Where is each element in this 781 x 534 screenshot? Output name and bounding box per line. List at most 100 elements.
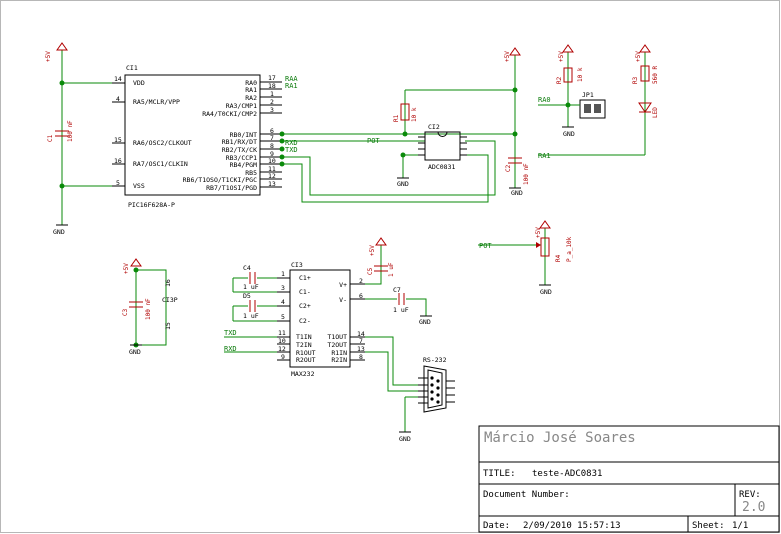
pot-value: P_a_10k [566, 236, 573, 262]
resistor-r1: R1 10 k [393, 103, 418, 122]
led-ref: LED [652, 107, 659, 118]
max232-ttl-nets: TXD RXD [224, 329, 277, 353]
ic1-part: PIC16F628A-P [128, 201, 175, 209]
pin-num: 12 [278, 345, 286, 353]
pin-name: RA5/MCLR/VPP [133, 98, 180, 106]
capacitor-c2: C2 100 nF [505, 157, 530, 185]
net-pot-2: POT [479, 242, 492, 250]
db9-connector: RS-232 [418, 356, 455, 413]
c4-ref: C4 [243, 264, 251, 272]
pin-num: 4 [281, 298, 285, 306]
pin-name: C2+ [299, 302, 311, 310]
net-raa: RAA [285, 75, 298, 83]
c6-value: 1 uF [243, 312, 259, 320]
c7-block: GND C7 1 uF [365, 286, 432, 326]
jp1-ref: JP1 [582, 91, 594, 99]
pin-num: 15 [114, 136, 122, 144]
gnd-label-3: GND [397, 180, 409, 188]
ic3-part: MAX232 [291, 370, 315, 378]
r3-value: 560 R [652, 66, 659, 84]
pin-num: 9 [270, 150, 274, 158]
c2-ref: C2 [505, 164, 512, 172]
pin-num: 5 [281, 313, 285, 321]
pin-num: 12 [268, 172, 276, 180]
vcc-label-4: +5V [635, 51, 642, 62]
pin-name: R2OUT [296, 356, 316, 364]
net-ra1: RA1 [285, 82, 298, 90]
docnum-label: Document Number: [483, 490, 570, 500]
ic1-pic16f628a: CI1 PIC16F628A-P 14 4 15 16 5 VDD RA5/MC… [112, 64, 282, 209]
pin-name: RB3/CCP1 [226, 154, 257, 162]
pin-num: 16 [114, 157, 122, 165]
ic3-max232: CI3 MAX232 1 3 4 5 11 10 12 9 C1+ C1- C2… [277, 261, 365, 378]
net-ra0: RA0 [538, 96, 551, 104]
c6-ref: D5 [243, 292, 251, 300]
pin-name: RA2 [245, 94, 257, 102]
gnd-label-7: GND [419, 318, 431, 326]
pin-num: 8 [359, 353, 363, 361]
pin-num: 6 [359, 292, 363, 300]
c5-block: +5V C5 1 uF [365, 237, 395, 285]
pin-num: 18 [268, 82, 276, 90]
pin-num: 2 [359, 277, 363, 285]
date-value: 2/09/2010 15:57:13 [523, 521, 621, 531]
pin-num: 10 [268, 157, 276, 165]
pin-num: 13 [268, 180, 276, 188]
r2-ref: R2 [556, 76, 563, 84]
c5-value: 1 uF [388, 262, 395, 277]
pin-name: VSS [133, 182, 145, 190]
pin-name: RB1/RX/DT [222, 138, 257, 146]
title-block: Márcio José Soares TITLE: teste-ADC0831 … [478, 425, 780, 533]
pin-name: RB6/T1OSO/T1CKI/PGC [183, 176, 257, 184]
vcc-label: +5V [45, 51, 52, 62]
pin-num: 3 [281, 284, 285, 292]
vcc-label-2: +5V [504, 51, 511, 62]
pin-name: RA4/T0CKI/CMP2 [202, 110, 257, 118]
gnd-label-5: GND [540, 288, 552, 296]
pin-name: T1OUT [327, 333, 347, 341]
vcc-label-3: +5V [558, 51, 565, 62]
pin-num: 1 [270, 90, 274, 98]
ic1-ref: CI1 [126, 64, 138, 72]
c7-value: 1 uF [393, 306, 409, 314]
jumper-jp1-block: +5V R2 10 k JP1 RA0 GND [538, 44, 606, 138]
c7-ref: C7 [393, 286, 401, 294]
potentiometer-block: +5V POT R4 P_a_10k GND [478, 220, 573, 296]
c5-ref: C5 [367, 267, 374, 275]
pin-name: T1IN [296, 333, 312, 341]
sheet-label: Sheet: [692, 521, 725, 531]
pin-name: RA0 [245, 79, 257, 87]
pin-name: VDD [133, 79, 145, 87]
pin-num: 14 [114, 75, 122, 83]
title-author: Márcio José Soares [484, 430, 636, 446]
pin-name: RB0/INT [230, 131, 257, 139]
rev-label: REV: [739, 490, 761, 500]
pin-name: T2IN [296, 341, 312, 349]
pin-name: C2- [299, 317, 311, 325]
pin-num: 9 [281, 353, 285, 361]
net-txd: TXD [285, 146, 298, 154]
pin-name: C1- [299, 288, 311, 296]
pin-name: T2OUT [327, 341, 347, 349]
pin-num: 11 [278, 329, 286, 337]
pin-num: 6 [270, 127, 274, 135]
led-block: +5V R3 560 R LED RA1 [538, 44, 659, 160]
rs232-wires: GND [365, 336, 418, 443]
r1-ref: R1 [393, 114, 400, 122]
c3-value: 100 nF [145, 298, 152, 320]
ic2-adc0831: CI2 ADC0831 GND [397, 123, 467, 188]
gnd-label-8: GND [399, 435, 411, 443]
net-ra1-2: RA1 [538, 152, 551, 160]
pin-name: V+ [339, 281, 347, 289]
pin-name: RA3/CMP1 [226, 102, 257, 110]
pin-num: 3 [270, 106, 274, 114]
title-label: TITLE: [483, 469, 516, 479]
ic1-right-pins: 17 18 1 2 3 6 7 8 9 10 11 12 13 [260, 74, 282, 188]
ic2-ref: CI2 [428, 123, 440, 131]
pin-name: C1+ [299, 274, 311, 282]
pin-name: RB2/TX/CK [222, 146, 257, 154]
net-rxd: RXD [285, 139, 298, 147]
pin-name: R1IN [331, 349, 347, 357]
